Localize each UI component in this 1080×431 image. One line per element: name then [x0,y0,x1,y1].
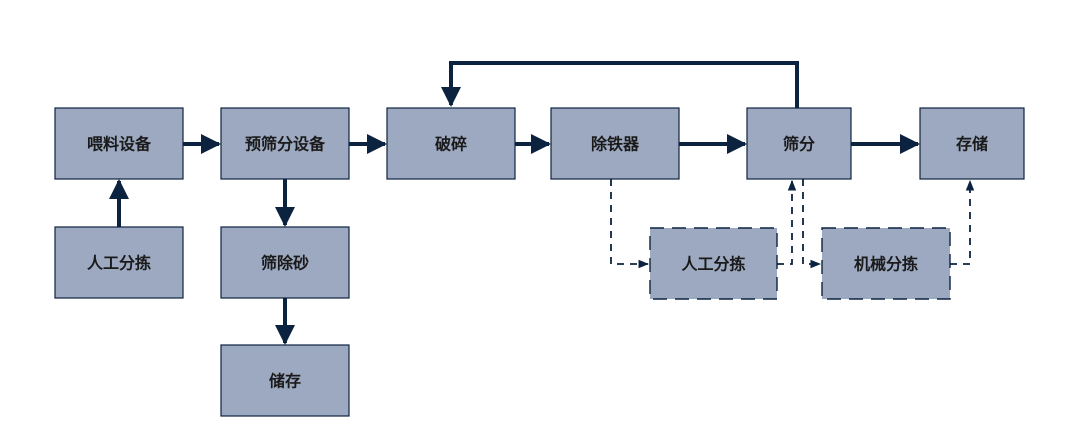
node-label-sand-removal: 筛除砂 [261,254,309,273]
node-label-manual-sorting-right: 人工分拣 [681,255,745,274]
arrow-manual-sorting-right-to-screening [777,179,797,265]
node-manual-sorting-right: 人工分拣 [649,227,778,300]
node-box-pre-screen-equipment [220,107,350,180]
node-label-manual-sorting-left: 人工分拣 [87,254,151,273]
node-label-iron-remover: 除铁器 [591,135,640,154]
node-box-mechanical-sorting [821,227,951,300]
node-label-feed-equipment: 喂料设备 [87,135,152,154]
node-label-storage-sand: 储存 [268,372,301,391]
node-box-screening [746,107,852,180]
node-label-storage-main: 存储 [956,135,988,154]
node-box-sand-removal [220,226,350,299]
node-crushing: 破碎 [386,107,516,180]
node-box-crushing [386,107,516,180]
node-label-screening: 筛分 [783,135,815,154]
node-screening: 筛分 [746,107,852,180]
node-sand-removal: 筛除砂 [220,226,350,299]
node-box-storage-sand [220,344,350,417]
node-box-storage-main [919,107,1025,180]
node-mechanical-sorting: 机械分拣 [821,227,951,300]
node-storage-main: 存储 [919,107,1025,180]
node-feed-equipment: 喂料设备 [54,107,184,180]
node-iron-remover: 除铁器 [550,107,680,180]
arrow-mechanical-sorting-to-storage-main [950,179,975,265]
arrow-iron-remover-to-manual-sorting-right [610,179,650,269]
node-box-iron-remover [550,107,680,180]
arrow-screening-to-crushing [441,61,799,108]
node-manual-sorting-left: 人工分拣 [54,226,184,299]
node-label-pre-screen-equipment: 预筛分设备 [245,135,326,154]
node-box-feed-equipment [54,107,184,180]
node-pre-screen-equipment: 预筛分设备 [220,107,350,180]
node-label-mechanical-sorting: 机械分拣 [854,255,918,274]
node-label-crushing: 破碎 [435,135,467,154]
arrow-screening-to-mechanical-sorting [802,179,822,269]
edges-layer [109,61,975,345]
node-box-manual-sorting-left [54,226,184,299]
node-box-manual-sorting-right [649,227,778,300]
node-storage-sand: 储存 [220,344,350,417]
